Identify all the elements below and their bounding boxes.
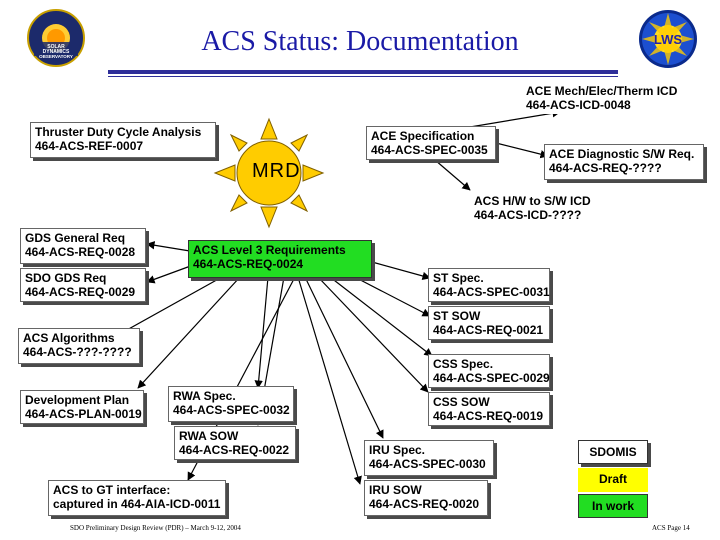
legend-sdomis: SDOMIS [578, 440, 648, 464]
node-acs-hw-to-sw-icd: ACS H/W to S/W ICD 464-ACS-ICD-???? [470, 192, 600, 224]
node-title: ACE Diagnostic S/W Req. [549, 147, 695, 161]
footer-page-number: ACS Page 14 [652, 524, 690, 532]
node-css-spec: CSS Spec. 464-ACS-SPEC-0029 [428, 354, 550, 388]
node-doc-number: 464-ACS-SPEC-0030 [369, 457, 486, 471]
node-gds-general-req: GDS General Req 464-ACS-REQ-0028 [20, 228, 146, 264]
node-doc-number: 464-ACS-SPEC-0035 [371, 143, 488, 157]
footer-review-caption: SDO Preliminary Design Review (PDR) – Ma… [70, 524, 241, 532]
node-title: IRU Spec. [369, 443, 426, 457]
node-title: IRU SOW [369, 483, 422, 497]
node-ace-mech-elec-therm-icd: ACE Mech/Elec/Therm ICD 464-ACS-ICD-0048 [522, 82, 682, 114]
node-title: ST Spec. [433, 271, 484, 285]
node-title: GDS General Req [25, 231, 126, 245]
node-development-plan: Development Plan 464-ACS-PLAN-0019 [20, 390, 144, 424]
node-doc-number: 464-ACS-SPEC-0031 [433, 285, 550, 299]
node-title: Thruster Duty Cycle Analysis [35, 125, 202, 139]
node-rwa-sow: RWA SOW 464-ACS-REQ-0022 [174, 426, 296, 460]
node-doc-number: 464-ACS-SPEC-0029 [433, 371, 550, 385]
node-doc-number: 464-ACS-REQ-0021 [433, 323, 544, 337]
node-ace-diagnostic-sw-req: ACE Diagnostic S/W Req. 464-ACS-REQ-???? [544, 144, 704, 180]
node-css-sow: CSS SOW 464-ACS-REQ-0019 [428, 392, 550, 426]
title-rule [108, 70, 618, 74]
svg-text:SOLAR: SOLAR [47, 44, 65, 50]
node-doc-number: 464-ACS-ICD-0048 [526, 98, 631, 112]
svg-text:OBSERVATORY: OBSERVATORY [39, 54, 73, 59]
node-sdo-gds-req: SDO GDS Req 464-ACS-REQ-0029 [20, 268, 146, 302]
node-doc-number: 464-ACS-REQ-???? [549, 161, 662, 175]
node-title: ACS H/W to S/W ICD [474, 194, 591, 208]
node-title: ACS Level 3 Requirements [193, 243, 346, 257]
legend-in-work: In work [578, 494, 648, 518]
legend-draft: Draft [578, 468, 648, 492]
node-title: CSS SOW [433, 395, 490, 409]
node-thruster-duty-cycle: Thruster Duty Cycle Analysis 464-ACS-REF… [30, 122, 216, 158]
svg-text:LWS: LWS [654, 32, 682, 47]
sun-icon [213, 117, 325, 229]
node-acs-algorithms: ACS Algorithms 464-ACS-???-???? [18, 328, 140, 364]
node-title: CSS Spec. [433, 357, 494, 371]
node-title: RWA Spec. [173, 389, 236, 403]
node-doc-number: 464-ACS-PLAN-0019 [25, 407, 142, 421]
svg-text:DYNAMICS: DYNAMICS [43, 49, 70, 55]
node-doc-number: 464-ACS-REQ-0028 [25, 245, 136, 259]
node-iru-spec: IRU Spec. 464-ACS-SPEC-0030 [364, 440, 494, 476]
node-acs-level3-requirements: ACS Level 3 Requirements 464-ACS-REQ-002… [188, 240, 372, 278]
title-rule-thin [108, 76, 618, 77]
node-doc-number: captured in 464-AIA-ICD-0011 [53, 497, 221, 511]
node-title: ACE Mech/Elec/Therm ICD [526, 84, 678, 98]
sdo-logo-icon: SOLAR DYNAMICS OBSERVATORY [27, 9, 85, 67]
node-title: ACS Algorithms [23, 331, 115, 345]
node-title: RWA SOW [179, 429, 239, 443]
lws-logo-icon: LWS [639, 10, 697, 68]
node-title: ST SOW [433, 309, 481, 323]
node-doc-number: 464-ACS-???-???? [23, 345, 132, 359]
page-title: ACS Status: Documentation [201, 26, 519, 57]
node-ace-specification: ACE Specification 464-ACS-SPEC-0035 [366, 126, 496, 160]
node-doc-number: 464-ACS-REF-0007 [35, 139, 144, 153]
node-rwa-spec: RWA Spec. 464-ACS-SPEC-0032 [168, 386, 294, 422]
node-doc-number: 464-ACS-REQ-0029 [25, 285, 136, 299]
node-title: ACS to GT interface: [53, 483, 171, 497]
node-st-spec: ST Spec. 464-ACS-SPEC-0031 [428, 268, 550, 302]
node-doc-number: 464-ACS-ICD-???? [474, 208, 582, 222]
node-title: ACE Specification [371, 129, 475, 143]
node-iru-sow: IRU SOW 464-ACS-REQ-0020 [364, 480, 488, 516]
node-title: SDO GDS Req [25, 271, 107, 285]
node-title: Development Plan [25, 393, 130, 407]
node-doc-number: 464-ACS-REQ-0019 [433, 409, 544, 423]
node-st-sow: ST SOW 464-ACS-REQ-0021 [428, 306, 550, 340]
node-doc-number: 464-ACS-SPEC-0032 [173, 403, 290, 417]
node-doc-number: 464-ACS-REQ-0022 [179, 443, 290, 457]
node-doc-number: 464-ACS-REQ-0020 [369, 497, 480, 511]
node-acs-to-gt-interface: ACS to GT interface: captured in 464-AIA… [48, 480, 226, 516]
node-doc-number: 464-ACS-REQ-0024 [193, 257, 304, 271]
mrd-label: MRD [252, 160, 301, 182]
